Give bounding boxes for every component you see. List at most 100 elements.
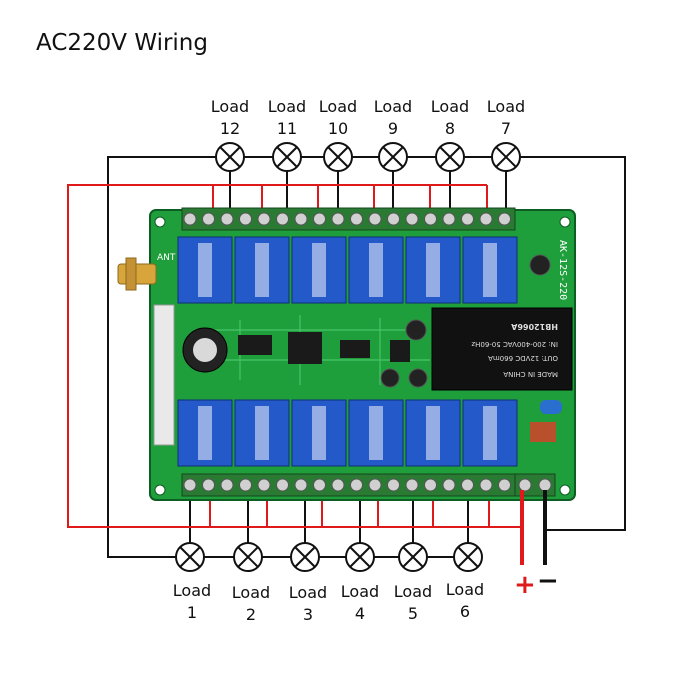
- load-number: 9: [387, 119, 399, 138]
- relay-array: [177, 236, 518, 467]
- capacitor: [408, 368, 428, 388]
- module-made: MADE IN CHINA: [503, 370, 558, 378]
- lamp-cross: [349, 546, 371, 568]
- load-number: 12: [219, 119, 241, 138]
- neutral-wire-left: [107, 156, 230, 558]
- diagram-title: AC220V Wiring: [36, 30, 208, 56]
- terminal-screw: [350, 478, 363, 492]
- relay-label: [255, 243, 269, 297]
- load-word: Load: [373, 97, 413, 116]
- lamp-icon: [272, 142, 302, 172]
- terminal-screw: [220, 212, 234, 226]
- relay-label: [369, 406, 383, 460]
- terminal-screw: [479, 212, 493, 226]
- terminal-screw: [183, 212, 197, 226]
- load-number: 8: [444, 119, 456, 138]
- lamp-icon: [290, 542, 320, 572]
- load-number: 11: [276, 119, 298, 138]
- terminal-screw: [479, 478, 493, 492]
- terminal-screw: [350, 212, 363, 226]
- terminal-screw: [405, 478, 419, 492]
- minus-sign: −: [537, 566, 559, 596]
- terminal-screw: [276, 212, 289, 226]
- terminal-screw: [498, 478, 511, 492]
- load-word: Load: [486, 97, 526, 116]
- lamp-icon: [323, 142, 353, 172]
- mcu-chip: [288, 332, 322, 364]
- terminal-screw: [239, 478, 252, 492]
- load-number: 5: [407, 604, 419, 623]
- terminal-screw: [538, 478, 552, 492]
- board-model-label: AK-12S-220: [557, 240, 568, 300]
- ic-chip: [390, 340, 410, 362]
- lamp-icon: [378, 142, 408, 172]
- power-leads: [520, 490, 547, 565]
- lamp-icon: [435, 142, 465, 172]
- lamp-icon: [491, 142, 521, 172]
- lamp-cross: [179, 546, 201, 568]
- terminal-screw: [387, 478, 400, 492]
- lamp-icon: [453, 542, 483, 572]
- relay-label: [312, 406, 326, 460]
- terminal-screw: [331, 212, 345, 226]
- load-number: 6: [459, 602, 471, 621]
- terminal-screw: [220, 478, 234, 492]
- buzzer-label: [193, 338, 217, 362]
- lamp-cross: [237, 546, 259, 568]
- terminal-screw: [518, 478, 532, 492]
- load-label-bottom: Load 5: [383, 581, 443, 625]
- ant-label: ANT: [157, 253, 176, 263]
- plus-sign: +: [514, 570, 536, 600]
- load-label-top: Load 9: [363, 96, 423, 140]
- relay-label: [426, 406, 440, 460]
- load-number: 1: [186, 603, 198, 622]
- load-word: Load: [210, 97, 250, 116]
- lamp-icon: [233, 542, 263, 572]
- ic-chip: [238, 335, 272, 355]
- fuse: [540, 400, 562, 414]
- terminal-screw: [313, 478, 326, 492]
- module-spec2: OUT: 12VDC 660mA: [488, 354, 558, 362]
- antenna-connector: ANT: [117, 253, 176, 291]
- terminal-screw: [442, 478, 456, 492]
- load-word: Load: [445, 580, 485, 599]
- terminal-block-top: [181, 207, 516, 231]
- load-number: 7: [500, 119, 512, 138]
- module-brand: HB12066A: [510, 322, 558, 331]
- load-lamps: [175, 142, 521, 572]
- load-number: 2: [245, 605, 257, 624]
- relay-label: [198, 406, 212, 460]
- terminal-screw: [276, 478, 289, 492]
- terminal-screw: [294, 478, 308, 492]
- terminal-screw: [294, 212, 308, 226]
- terminal-screw: [387, 212, 400, 226]
- lamp-cross: [439, 146, 461, 168]
- terminal-screw: [202, 478, 215, 492]
- load-word: Load: [288, 583, 328, 602]
- terminal-screw: [424, 212, 437, 226]
- load-word: Load: [430, 97, 470, 116]
- lamp-icon: [398, 542, 428, 572]
- rf-receiver-module: [153, 304, 175, 446]
- load-label-top: Load 8: [420, 96, 480, 140]
- capacitor: [405, 319, 427, 341]
- load-word: Load: [231, 583, 271, 602]
- load-label-top: Load 7: [476, 96, 536, 140]
- capacitor: [380, 368, 400, 388]
- relay-label: [312, 243, 326, 297]
- terminal-screw: [257, 478, 271, 492]
- load-word: Load: [393, 582, 433, 601]
- terminal-screw: [461, 478, 474, 492]
- lamp-cross: [276, 146, 298, 168]
- load-label-bottom: Load 1: [162, 580, 222, 624]
- load-number: 4: [354, 604, 366, 623]
- terminal-screw: [183, 478, 197, 492]
- terminal-screw: [331, 478, 345, 492]
- lamp-icon: [215, 142, 245, 172]
- relay-label: [483, 243, 497, 297]
- load-word: Load: [172, 581, 212, 600]
